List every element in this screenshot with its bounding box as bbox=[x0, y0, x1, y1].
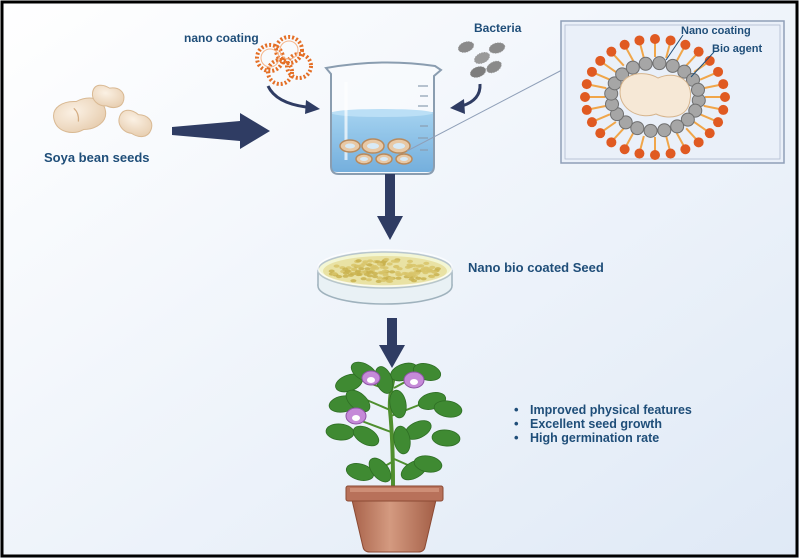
bio-agent-bead bbox=[652, 56, 667, 71]
leaf bbox=[368, 457, 392, 483]
nano-coating-bead bbox=[713, 66, 724, 77]
inset-bio-pointer bbox=[690, 51, 715, 78]
bio-agent-bead bbox=[643, 123, 658, 138]
bio-agent-bead bbox=[618, 115, 633, 130]
nano-coating-bead bbox=[619, 39, 630, 50]
inset-nano-bio-particle bbox=[560, 20, 785, 164]
nano-coating-bead bbox=[693, 46, 704, 57]
nano-arrow-head bbox=[305, 100, 320, 114]
nano-coating-bead bbox=[586, 66, 597, 77]
nano-coating-bead bbox=[581, 79, 592, 90]
bio-agent-bead bbox=[688, 103, 703, 118]
nano-coating-bead bbox=[581, 104, 592, 115]
nano-coating-bead bbox=[704, 55, 715, 66]
nano-coating-bead bbox=[680, 144, 691, 155]
nano-coating-bead bbox=[634, 35, 645, 46]
label-soya-bean-seeds: Soya bean seeds bbox=[44, 150, 150, 165]
nano-coating-bead bbox=[586, 117, 597, 128]
benefit-item: Improved physical features bbox=[514, 403, 692, 417]
benefits-list: Improved physical features Excellent see… bbox=[514, 403, 692, 445]
nano-coating-bead bbox=[619, 144, 630, 155]
nano-coating-bead bbox=[720, 92, 730, 102]
inset-nano-pointer bbox=[665, 34, 684, 61]
nano-coating-bead bbox=[665, 35, 676, 46]
leaf bbox=[345, 389, 371, 413]
benefit-item: High germination rate bbox=[514, 431, 692, 445]
soya-bean-seeds bbox=[53, 84, 153, 138]
bio-agent-bead bbox=[690, 82, 705, 97]
bio-agent-bead bbox=[615, 67, 630, 82]
label-nano-coating: nano coating bbox=[184, 31, 259, 45]
inset-connector-line bbox=[406, 69, 563, 152]
leaf bbox=[431, 429, 461, 447]
nano-coating-bead bbox=[704, 128, 715, 139]
bio-agent-bead bbox=[680, 112, 695, 127]
nano-coating-bead bbox=[606, 46, 617, 57]
nano-coating-bead bbox=[693, 137, 704, 148]
leaf bbox=[413, 455, 443, 473]
leaf bbox=[433, 400, 463, 418]
bio-agent-bead bbox=[625, 60, 640, 75]
leaf bbox=[389, 389, 407, 419]
flower-pot bbox=[345, 485, 444, 553]
seed-core bbox=[619, 73, 692, 118]
label-bacteria: Bacteria bbox=[474, 21, 522, 35]
nano-coating-bead bbox=[680, 39, 691, 50]
bio-agent-bead bbox=[630, 121, 645, 136]
bio-agent-bead bbox=[670, 119, 685, 134]
bio-agent-bead bbox=[665, 58, 680, 73]
bio-agent-bead bbox=[657, 123, 672, 138]
nano-coating-bead bbox=[718, 104, 729, 115]
nano-coating-bead bbox=[713, 117, 724, 128]
petri-dish bbox=[317, 249, 453, 305]
nano-coating-bead bbox=[650, 150, 660, 160]
label-nano-bio-coated-seed: Nano bio coated Seed bbox=[468, 260, 604, 275]
nano-coating-bead bbox=[718, 79, 729, 90]
nano-coating-cluster bbox=[255, 35, 313, 86]
bacteria-cluster bbox=[457, 41, 506, 78]
nano-coating-bead bbox=[580, 92, 590, 102]
bio-agent-bead bbox=[677, 64, 692, 79]
leaf bbox=[345, 463, 375, 481]
arrow-to-plant bbox=[379, 318, 405, 368]
label-inset-nano-coating: Nano coating bbox=[681, 25, 751, 37]
leaf bbox=[352, 425, 380, 447]
bio-agent-bead bbox=[607, 76, 622, 91]
soybean-plant bbox=[325, 361, 463, 487]
flower-group bbox=[345, 370, 425, 425]
nano-coating-bead bbox=[606, 137, 617, 148]
nano-coating-bead bbox=[595, 55, 606, 66]
label-inset-bio-agent: Bio agent bbox=[712, 43, 763, 55]
bacteria-arrow-curve bbox=[461, 83, 482, 108]
benefit-item: Excellent seed growth bbox=[514, 417, 692, 431]
arrow-to-petri-dish bbox=[377, 174, 403, 240]
nano-coating-bead bbox=[634, 148, 645, 159]
nano-coating-bead bbox=[595, 128, 606, 139]
nano-coating-bead bbox=[650, 34, 660, 44]
nano-coating-bead bbox=[665, 148, 676, 159]
nano-arrow-curve bbox=[266, 85, 307, 109]
arrow-to-beaker bbox=[172, 113, 270, 149]
bacteria-arrow-head bbox=[450, 99, 465, 114]
beaker bbox=[324, 61, 443, 175]
leaf bbox=[393, 425, 411, 455]
bio-agent-bead bbox=[638, 56, 653, 71]
